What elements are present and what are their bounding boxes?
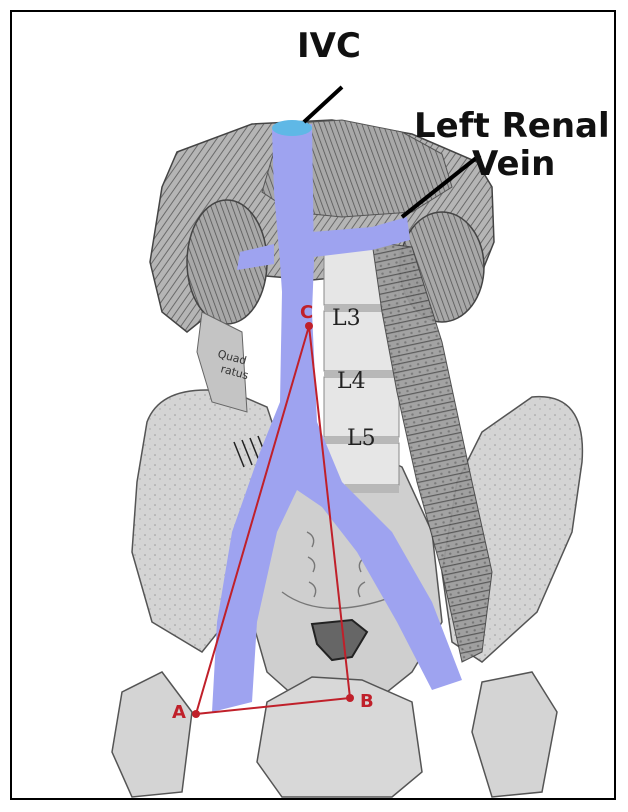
point-b-marker [346, 694, 354, 702]
left-renal-label-line2: Vein [472, 144, 555, 184]
point-c-marker [305, 322, 313, 330]
vertebra-label-l5: L5 [347, 426, 376, 451]
left-renal-label-line1: Left Renal [414, 106, 610, 146]
point-c-label: C [300, 302, 313, 323]
ivc-label: IVC [297, 26, 361, 66]
vertebra-label-l4: L4 [337, 369, 366, 394]
point-a-marker [192, 710, 200, 718]
vertebra-label-l3: L3 [332, 306, 361, 331]
anatomy-diagram: Quad ratus IVC Left Renal Vein L3 L4 L5 … [12, 12, 616, 800]
point-a-label: A [172, 702, 186, 723]
point-b-label: B [360, 691, 374, 712]
figure-frame: Quad ratus IVC Left Renal Vein L3 L4 L5 … [10, 10, 616, 800]
ivc-pointer-line [304, 87, 342, 122]
